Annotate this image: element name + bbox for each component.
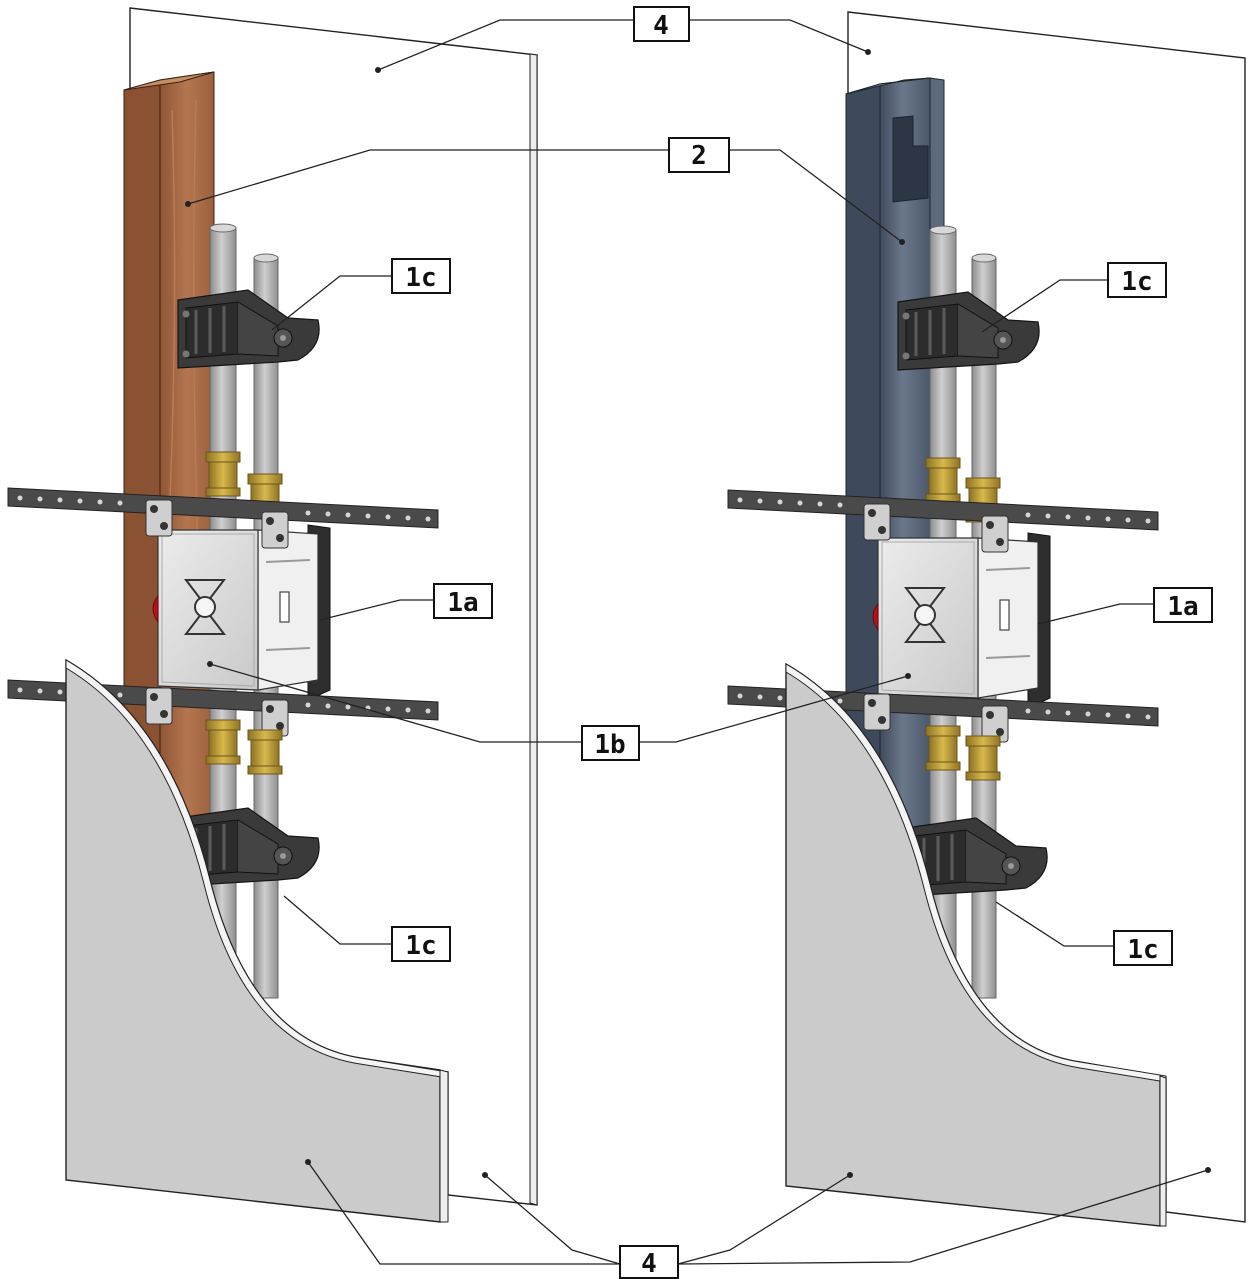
label-bracket-lower-left: 1c bbox=[391, 926, 451, 962]
svg-text:1a: 1a bbox=[447, 588, 478, 618]
svg-text:1b: 1b bbox=[594, 730, 625, 760]
label-sheathing-bottom: 4 bbox=[619, 1245, 679, 1279]
label-stud: 2 bbox=[668, 137, 730, 173]
svg-text:1c: 1c bbox=[1121, 267, 1152, 297]
right-assembly bbox=[727, 11, 1246, 1227]
svg-text:4: 4 bbox=[641, 1249, 657, 1279]
leader-lines bbox=[185, 19, 1211, 1265]
right-upper-fitting-1 bbox=[925, 457, 961, 503]
left-front-board bbox=[65, 658, 449, 1223]
label-housing-left: 1a bbox=[433, 583, 493, 619]
label-bracket-upper-right: 1c bbox=[1107, 262, 1167, 298]
left-assembly bbox=[7, 7, 538, 1223]
svg-text:1c: 1c bbox=[405, 263, 436, 293]
label-housing-right: 1a bbox=[1153, 587, 1213, 623]
left-lower-fitting-1 bbox=[205, 719, 241, 765]
left-lower-fitting-2 bbox=[247, 729, 283, 775]
label-bracket-upper-left: 1c bbox=[391, 258, 451, 294]
svg-text:1c: 1c bbox=[405, 931, 436, 961]
right-mounting-box bbox=[872, 532, 1051, 709]
label-bracket-lower-right: 1c bbox=[1113, 930, 1173, 966]
right-lower-fitting-1 bbox=[925, 725, 961, 771]
right-front-board bbox=[785, 662, 1167, 1227]
label-sheathing-top: 4 bbox=[633, 6, 690, 42]
svg-text:1a: 1a bbox=[1167, 592, 1198, 622]
label-box-cover: 1b bbox=[581, 725, 640, 761]
svg-text:1c: 1c bbox=[1127, 935, 1158, 965]
left-upper-fitting-1 bbox=[205, 451, 241, 497]
svg-text:2: 2 bbox=[691, 141, 707, 171]
right-lower-fitting-2 bbox=[965, 735, 1001, 781]
svg-text:4: 4 bbox=[653, 11, 669, 41]
